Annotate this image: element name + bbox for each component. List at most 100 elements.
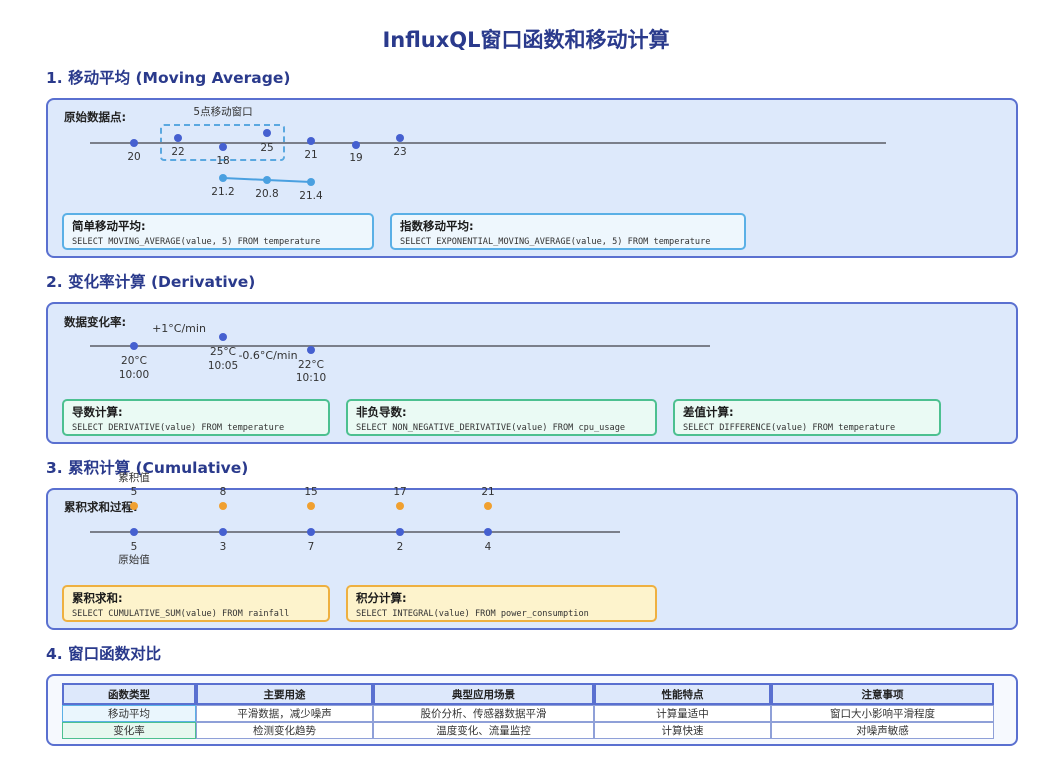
- cumulative-point: [130, 502, 138, 510]
- box-title: 积分计算:: [356, 591, 407, 605]
- table-row: 变化率 检测变化趋势 温度变化、流量监控 计算快速 对噪声敏感: [62, 722, 994, 739]
- cumulative-value: 8: [219, 486, 227, 498]
- derivative-point: [307, 346, 315, 354]
- difference-box: 差值计算: SELECT DIFFERENCE(value) FROM temp…: [673, 399, 941, 436]
- table-cell: 变化率: [62, 722, 196, 739]
- box-title: 累积求和:: [72, 591, 123, 605]
- raw-data-label: 原始数据点:: [64, 110, 127, 124]
- raw-value-label: 5: [130, 541, 138, 553]
- comparison-table: 函数类型 主要用途 典型应用场景 性能特点 注意事项 移动平均 平滑数据，减少噪…: [62, 683, 994, 739]
- raw-value-label: 2: [396, 541, 404, 553]
- cumulative-label: 累积求和过程:: [64, 500, 138, 514]
- simple-moving-average-box: 简单移动平均: SELECT MOVING_AVERAGE(value, 5) …: [62, 213, 374, 250]
- raw-point: [263, 129, 271, 137]
- table-cell: 移动平均: [62, 705, 196, 722]
- box-code: SELECT INTEGRAL(value) FROM power_consum…: [356, 609, 589, 619]
- box-title: 差值计算:: [683, 405, 734, 419]
- derivative-box: 导数计算: SELECT DERIVATIVE(value) FROM temp…: [62, 399, 330, 436]
- raw-caption: 原始值: [118, 554, 150, 566]
- cumulative-value: 15: [304, 486, 318, 498]
- derivative-point-value: 25°C: [210, 346, 236, 358]
- box-title: 简单移动平均:: [72, 219, 146, 233]
- page-title: InfluxQL窗口函数和移动计算: [382, 28, 670, 52]
- cumulative-axis: [90, 531, 620, 533]
- derivative-point: [130, 342, 138, 350]
- cumulative-caption: 累积值: [118, 472, 150, 484]
- raw-data-axis: [90, 142, 886, 144]
- derivative-point: [219, 333, 227, 341]
- table-cell: 检测变化趋势: [196, 722, 373, 739]
- cumulative-point: [396, 502, 404, 510]
- box-code: SELECT MOVING_AVERAGE(value, 5) FROM tem…: [72, 237, 321, 247]
- cumulative-point: [307, 502, 315, 510]
- cumulative-value: 21: [481, 486, 495, 498]
- derivative-point-value: 22°C: [298, 359, 324, 371]
- raw-point: [307, 137, 315, 145]
- cumulative-value: 17: [393, 486, 407, 498]
- table-cell: 窗口大小影响平滑程度: [771, 705, 994, 722]
- rate-down-label: -0.6°C/min: [238, 349, 298, 362]
- exponential-moving-average-box: 指数移动平均: SELECT EXPONENTIAL_MOVING_AVERAG…: [390, 213, 746, 250]
- table-cell: 计算量适中: [594, 705, 771, 722]
- raw-point: [130, 139, 138, 147]
- non-negative-derivative-box: 非负导数: SELECT NON_NEGATIVE_DERIVATIVE(val…: [346, 399, 657, 436]
- derivative-axis: [90, 345, 710, 347]
- raw-value-label: 7: [307, 541, 315, 553]
- moving-average-value: 21.4: [299, 190, 323, 202]
- raw-value-label: 23: [393, 146, 407, 158]
- moving-average-point: [307, 178, 315, 186]
- section-heading-moving-average: 1. 移动平均 (Moving Average): [46, 69, 291, 87]
- raw-value-label: 22: [171, 146, 185, 158]
- derivative-point-time: 10:10: [295, 372, 327, 384]
- raw-value-label: 3: [219, 541, 227, 553]
- box-code: SELECT DIFFERENCE(value) FROM temperatur…: [683, 423, 896, 433]
- raw-value-label: 4: [484, 541, 492, 553]
- raw-point: [174, 134, 182, 142]
- box-code: SELECT DERIVATIVE(value) FROM temperatur…: [72, 423, 285, 433]
- cumulative-point: [484, 502, 492, 510]
- raw-value-label: 25: [260, 142, 274, 154]
- moving-average-point: [263, 176, 271, 184]
- raw-value-label: 20: [127, 151, 141, 163]
- derivative-label: 数据变化率:: [64, 315, 127, 329]
- moving-average-value: 20.8: [255, 188, 279, 200]
- table-header-row: 函数类型 主要用途 典型应用场景 性能特点 注意事项: [62, 683, 994, 705]
- raw-value-label: 19: [349, 152, 363, 164]
- column-header: 注意事项: [771, 683, 994, 705]
- box-title: 导数计算:: [72, 405, 123, 419]
- section-heading-cumulative: 3. 累积计算 (Cumulative): [46, 459, 249, 477]
- raw-point: [352, 141, 360, 149]
- raw-point: [396, 528, 404, 536]
- raw-value-label: 18: [216, 155, 230, 167]
- section-heading-comparison: 4. 窗口函数对比: [46, 645, 162, 663]
- moving-average-point: [219, 174, 227, 182]
- raw-point: [307, 528, 315, 536]
- cumulative-sum-box: 累积求和: SELECT CUMULATIVE_SUM(value) FROM …: [62, 585, 330, 622]
- column-header: 主要用途: [196, 683, 373, 705]
- derivative-point-time: 10:00: [118, 369, 150, 381]
- rate-up-label: +1°C/min: [152, 322, 206, 335]
- table-row: 移动平均 平滑数据，减少噪声 股价分析、传感器数据平滑 计算量适中 窗口大小影响…: [62, 705, 994, 722]
- table-cell: 股价分析、传感器数据平滑: [373, 705, 594, 722]
- table-cell: 对噪声敏感: [771, 722, 994, 739]
- raw-point: [130, 528, 138, 536]
- column-header: 性能特点: [594, 683, 771, 705]
- section-heading-derivative: 2. 变化率计算 (Derivative): [46, 273, 256, 291]
- raw-value-label: 21: [304, 149, 318, 161]
- box-code: SELECT CUMULATIVE_SUM(value) FROM rainfa…: [72, 609, 290, 619]
- cumulative-value: 5: [130, 486, 138, 498]
- column-header: 函数类型: [62, 683, 196, 705]
- derivative-point-time: 10:05: [207, 360, 239, 372]
- moving-window-label: 5点移动窗口: [193, 106, 253, 118]
- column-header: 典型应用场景: [373, 683, 594, 705]
- table-cell: 计算快速: [594, 722, 771, 739]
- box-title: 非负导数:: [356, 405, 407, 419]
- table-cell: 温度变化、流量监控: [373, 722, 594, 739]
- raw-point: [219, 528, 227, 536]
- raw-point: [484, 528, 492, 536]
- moving-average-value: 21.2: [211, 186, 235, 198]
- derivative-point-value: 20°C: [121, 355, 147, 367]
- box-code: SELECT NON_NEGATIVE_DERIVATIVE(value) FR…: [356, 423, 626, 433]
- raw-point: [219, 143, 227, 151]
- raw-point: [396, 134, 404, 142]
